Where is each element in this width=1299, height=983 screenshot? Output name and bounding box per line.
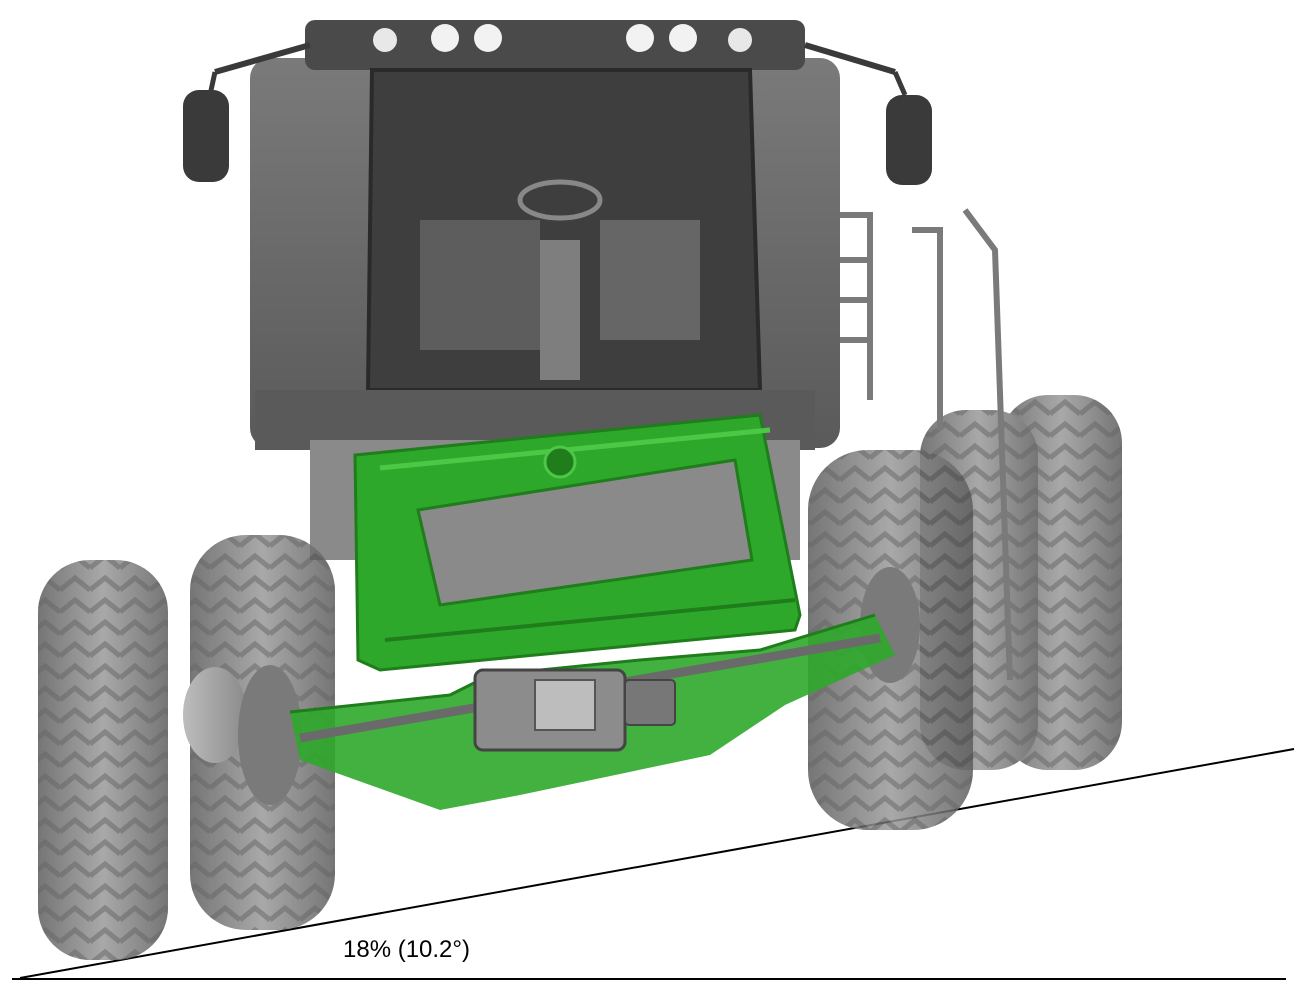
slope-grade-label: 18% (10.2°) (343, 936, 470, 963)
slope-line (19, 748, 1295, 979)
ladder-railing (840, 208, 1013, 681)
right-mirror (804, 42, 932, 185)
left-hub (183, 665, 302, 805)
frame-highlight (353, 413, 802, 672)
gearbox (473, 668, 676, 752)
left-mirror (183, 42, 311, 182)
